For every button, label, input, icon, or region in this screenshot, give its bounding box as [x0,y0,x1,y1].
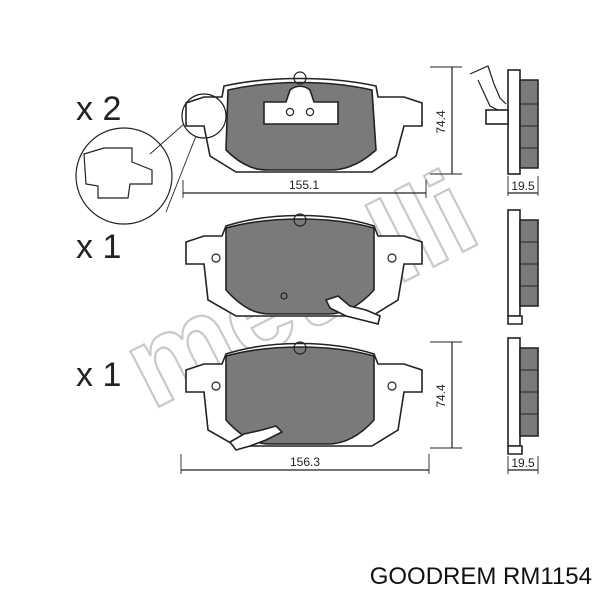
pad-3-side-plate [507,337,521,447]
pad-2-side-friction [519,219,539,307]
pad-3-side-tab [507,445,523,455]
pad-1-rivet-right [305,107,315,117]
detail-notch-outline [83,147,153,199]
pad-3-group: x 1 74.4 156.3 19.5 [76,337,539,474]
pad-3-height-label: 74.4 [434,384,448,408]
pad-2-quantity: x 1 [76,228,121,266]
pad-3-quantity: x 1 [76,356,121,394]
detail-leader-2 [165,135,197,213]
pad-1-spring-clip [469,65,507,105]
pad-1-quantity: x 2 [76,90,121,128]
pad-3-left-hole [211,381,221,391]
pad-2-side-plate [507,209,521,317]
detail-leader-1 [149,123,185,155]
pad-3-top-hole [293,341,307,355]
pad-2-group: x 1 [76,209,539,325]
pad-1-clip-arm [477,79,503,113]
pad-2-rivet [280,292,288,300]
pad-2-wear-sensor [324,295,381,325]
pad-1-side-friction [519,79,539,169]
pad-2-left-hole [211,253,221,263]
pad-1-thickness-label: 19.5 [511,179,535,193]
pad-2-top-hole [293,213,307,227]
pad-1-width-label: 155.1 [289,178,319,192]
pad-3-thickness-label: 19.5 [511,456,535,470]
pad-1-side-plate [507,69,521,175]
pad-1-center-tab [263,85,339,125]
caption: GOODREM RM1154 [370,563,592,590]
pad-2-side-tab [507,315,523,325]
pad-2-friction-material [225,218,375,315]
pad-2-right-hole [387,253,397,263]
detail-small-circle [181,93,227,139]
pad-1-height-label: 74.4 [434,110,448,134]
pad-3-right-hole [387,381,397,391]
pad-1-rivet-left [285,107,295,117]
detail-large-circle [75,127,173,225]
pad-1-side-pin [485,109,509,125]
pad-3-wear-sensor [228,425,284,451]
pad-1-group: x 2 74.4 155.1 19.5 [75,65,539,225]
pad-1-top-hole [293,71,307,85]
pad-3-width-label: 156.3 [290,455,320,469]
pad-3-friction-material [225,346,375,445]
